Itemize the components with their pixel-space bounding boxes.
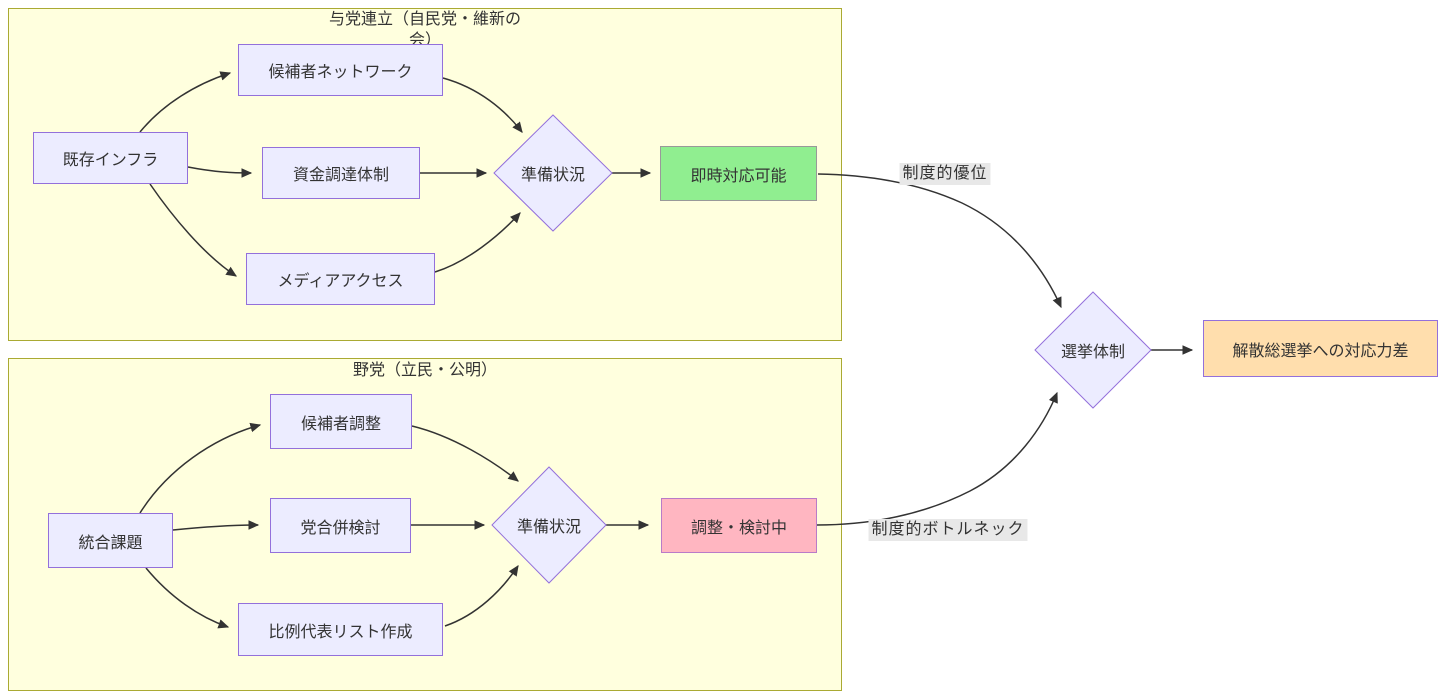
label-readiness-ruling: 準備状況 bbox=[520, 167, 586, 184]
edge-integration-to-merger bbox=[172, 520, 260, 531]
node-candidate-network: 候補者ネットワーク bbox=[238, 44, 443, 96]
node-integration-issues: 統合課題 bbox=[48, 513, 173, 568]
edge-label-institutional-advantage: 制度的優位 bbox=[899, 163, 991, 185]
node-media-access: メディアアクセス bbox=[246, 253, 435, 305]
edge-adjusting-to-election-system bbox=[816, 391, 1058, 526]
diamond-election-system bbox=[1034, 291, 1152, 409]
edge-integration-to-candidate-coordination bbox=[139, 422, 262, 514]
node-existing-infra: 既存インフラ bbox=[33, 132, 188, 184]
edge-pr-list-to-readiness bbox=[444, 565, 519, 627]
cluster-opposition-title-line1: 野党（立民・公明） bbox=[352, 362, 497, 379]
edge-candidate-coordination-to-readiness bbox=[411, 425, 519, 482]
node-immediate-ready: 即時対応可能 bbox=[660, 146, 817, 201]
diamond-readiness-opposition bbox=[491, 466, 607, 584]
edge-infra-to-funding bbox=[187, 166, 253, 178]
edge-infra-to-candidate-network bbox=[139, 71, 232, 133]
node-adjusting-reviewing: 調整・検討中 bbox=[661, 498, 817, 553]
edge-candidate-network-to-readiness bbox=[442, 77, 523, 133]
edge-immediate-to-election-system bbox=[817, 173, 1062, 309]
node-funding-system: 資金調達体制 bbox=[262, 147, 420, 199]
cluster-opposition-title: 野党（立民・公明） bbox=[8, 360, 842, 381]
label-readiness-opposition: 準備状況 bbox=[516, 519, 582, 536]
edge-label-institutional-bottleneck: 制度的ボトルネック bbox=[868, 519, 1028, 541]
label-election-system: 選挙体制 bbox=[1060, 344, 1126, 361]
edge-media-to-readiness bbox=[434, 212, 521, 273]
diamond-readiness-ruling bbox=[493, 114, 613, 232]
edge-infra-to-media bbox=[149, 183, 238, 277]
node-outcome: 解散総選挙への対応力差 bbox=[1203, 320, 1438, 377]
edge-integration-to-pr-list bbox=[145, 567, 230, 629]
node-party-merger-review: 党合併検討 bbox=[270, 498, 411, 553]
node-pr-list-creation: 比例代表リスト作成 bbox=[238, 603, 443, 656]
cluster-ruling-title-line1: 与党連立（自民党・維新の bbox=[328, 11, 521, 28]
node-candidate-coordination: 候補者調整 bbox=[270, 394, 412, 449]
